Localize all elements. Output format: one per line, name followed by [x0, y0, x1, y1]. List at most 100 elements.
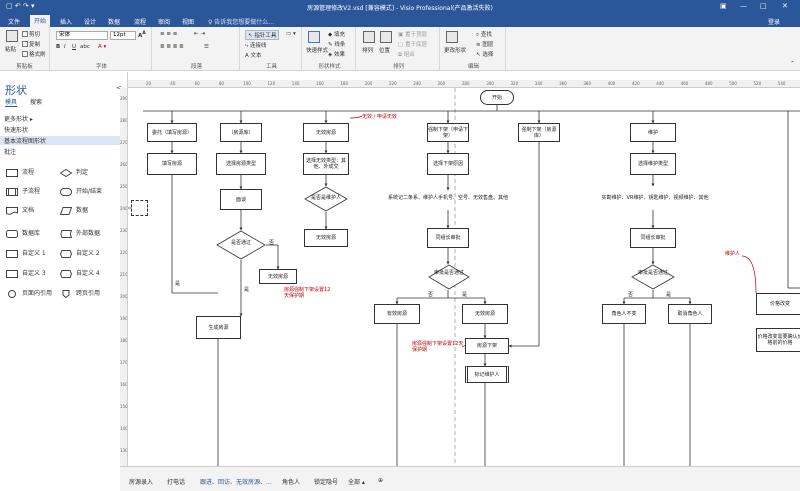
flow-offscreen-box[interactable]	[131, 200, 148, 216]
flow-mark-maintainer[interactable]: 标记维护人	[465, 366, 509, 383]
flow-delist[interactable]: 房源下架	[465, 338, 509, 354]
arrange-button[interactable]: 排列	[362, 48, 374, 54]
page-tab-follow-up[interactable]: 跟进、回访、无效房源、...	[200, 479, 272, 486]
shape-custom-3[interactable]: 自定义 3	[6, 269, 46, 279]
rectangle-icon[interactable]: ▭ ▾	[286, 31, 296, 37]
flow-select-maintain-type[interactable]: 选择维护类型	[630, 153, 676, 175]
effects-button[interactable]: ◈ 效果	[328, 52, 345, 58]
font-color-button[interactable]: A ▾	[98, 44, 107, 50]
shape-custom-4[interactable]: 自定义 4	[60, 269, 100, 279]
pointer-tool-button[interactable]: ↖ 指针工具	[245, 30, 280, 40]
flow-listing-library[interactable]: （房源库）	[220, 123, 262, 142]
tab-insert[interactable]: 插入	[60, 19, 73, 26]
font-name-select[interactable]: 宋体	[56, 31, 108, 40]
change-shape-button[interactable]: 更改形状	[444, 48, 467, 54]
flow-force-delist-apply[interactable]: 强制下架（申请下架）	[427, 123, 469, 142]
shape-start-end[interactable]: 开始/结束	[60, 187, 102, 197]
fill-button[interactable]: ◆ 填充	[328, 32, 345, 38]
arrange-icon[interactable]	[363, 31, 375, 43]
close-icon[interactable]: <	[116, 84, 122, 92]
flow-decision-maintainer[interactable]	[304, 186, 348, 212]
bullets-icon[interactable]: ☰	[204, 44, 209, 50]
flow-entrust[interactable]: 委托（填写房源）	[147, 123, 197, 142]
bring-to-front-button[interactable]: ▣ 置于顶层	[398, 32, 427, 38]
shape-database[interactable]: 数据库	[6, 229, 40, 239]
connector-button[interactable]: ⤷ 连接线	[245, 43, 267, 49]
bold-button[interactable]: B	[56, 44, 61, 50]
format-painter-button[interactable]: 格式刷	[22, 50, 46, 58]
drawing-canvas[interactable]: 开始 委托（填写房源） 填写房源 （房源库） 选择房源类型 面谈 是否通过 无效…	[128, 88, 800, 466]
paste-button[interactable]: 粘贴	[5, 47, 17, 53]
flow-valid-listing[interactable]: 有效房源	[374, 304, 420, 324]
shape-document[interactable]: 文档	[6, 206, 34, 216]
flow-select-delist-reason[interactable]: 选择下架原因	[427, 153, 469, 175]
flow-select-invalid-type[interactable]: 选择无效类型：其他、外成交	[303, 153, 349, 175]
tell-me-search[interactable]: ♀ 告诉我您想要做什么...	[208, 19, 275, 26]
change-shape-icon[interactable]	[446, 31, 458, 43]
paste-icon[interactable]	[6, 30, 18, 42]
tab-design[interactable]: 设计	[84, 19, 97, 26]
page-tab-lock-number[interactable]: 锁定隐号	[314, 479, 339, 486]
maximize-button[interactable]: □	[760, 2, 767, 10]
font-size-select[interactable]: 12pt	[110, 31, 136, 40]
page-tab-role-person[interactable]: 角色人	[282, 479, 301, 486]
layers-button[interactable]: ≋ 图层	[476, 42, 494, 48]
flow-invalid-listing-1[interactable]: 无效房源	[259, 269, 297, 284]
tab-view[interactable]: 视图	[182, 19, 195, 26]
close-button[interactable]: ✕	[782, 2, 788, 10]
tab-file[interactable]: 文件	[8, 19, 21, 26]
flow-select-listing-type[interactable]: 选择房源类型	[216, 153, 266, 175]
collapse-ribbon-icon[interactable]: ⌃	[790, 61, 795, 67]
line-button[interactable]: ✎ 线条	[328, 42, 346, 48]
strikethrough-button[interactable]: abc	[80, 44, 90, 50]
page-tab-phone-call[interactable]: 打电话	[167, 479, 186, 486]
more-shapes[interactable]: 更多形状 ▸	[4, 116, 33, 123]
flow-team-leader-approval-2[interactable]: 同组长审批	[630, 228, 676, 248]
copy-button[interactable]: 复制	[22, 40, 40, 48]
flow-invalid-listing-2[interactable]: 无效房源	[303, 123, 349, 142]
flow-cancel-role[interactable]: 取消角色人	[668, 304, 712, 324]
add-page-icon[interactable]: ⊕	[378, 477, 384, 484]
flow-team-leader-approval-1[interactable]: 同组长审批	[427, 228, 469, 248]
flow-decision-passed[interactable]	[216, 230, 266, 260]
shape-external-data[interactable]: 外部数据	[60, 229, 100, 239]
tab-review[interactable]: 审阅	[158, 19, 171, 26]
position-button[interactable]: 位置	[379, 48, 391, 54]
shape-off-page-reference[interactable]: 跨页引用	[60, 289, 100, 299]
grow-font-icon[interactable]: AA	[138, 31, 146, 39]
tab-home[interactable]: 开始	[30, 15, 51, 27]
flow-invalid-listing-3[interactable]: 无效房源	[304, 229, 348, 247]
tab-process[interactable]: 流程	[134, 19, 147, 26]
align-left-icon[interactable]: ≣ ≣ ≣ ≣	[160, 44, 184, 50]
select-button[interactable]: ↖ 选择	[476, 52, 494, 58]
shape-decision[interactable]: 判定	[60, 168, 88, 178]
tab-search[interactable]: 搜索	[30, 99, 43, 106]
text-tool-button[interactable]: A 文本	[245, 53, 262, 59]
group-button[interactable]: ⧉ 组合	[398, 52, 415, 58]
page-tab-listing-entry[interactable]: 房源录入	[129, 479, 154, 486]
indent-icon[interactable]: ⇤ ⇥	[194, 31, 205, 37]
cut-button[interactable]: 剪切	[22, 30, 40, 38]
find-button[interactable]: ⌕ 查找	[476, 32, 492, 38]
sign-in-link[interactable]: 登录	[768, 19, 781, 26]
flow-interview[interactable]: 面谈	[220, 189, 262, 210]
quick-access-toolbar[interactable]: ▢ ↶ ↷ ▾	[6, 2, 35, 10]
flow-decision-approval-2[interactable]	[631, 264, 675, 290]
flow-decision-approval-1[interactable]	[428, 264, 470, 290]
flow-force-delist-library[interactable]: 强制下架（房源库）	[518, 123, 560, 142]
flow-generate-listing[interactable]: 生成房源	[196, 316, 241, 339]
shape-custom-2[interactable]: 自定义 2	[60, 249, 100, 259]
align-top-icon[interactable]: ≡ ≡ ≡	[160, 31, 178, 37]
ribbon-display-options-icon[interactable]: ▣	[720, 2, 727, 10]
flow-price-change[interactable]: 价格改变	[756, 293, 800, 315]
flow-invalid-listing-4[interactable]: 无效房源	[462, 304, 508, 324]
tab-stencils[interactable]: 模具	[5, 99, 18, 107]
shape-on-page-reference[interactable]: 页面内引用	[6, 289, 52, 299]
position-icon[interactable]	[380, 31, 392, 43]
flow-price-confirm[interactable]: 价格改变需要确认价格前的价格	[756, 328, 800, 352]
underline-button[interactable]: U	[72, 44, 77, 50]
shape-data[interactable]: 数据	[60, 206, 88, 216]
page-tab-all[interactable]: 全部 ▴	[348, 479, 365, 486]
basic-flowchart-stencil[interactable]: 基本流程图形状	[0, 136, 127, 145]
flow-start[interactable]: 开始	[480, 90, 514, 105]
